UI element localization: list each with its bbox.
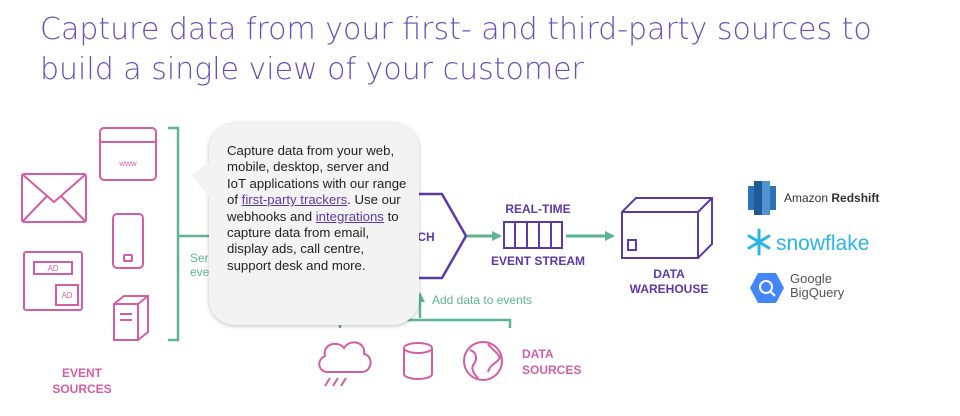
display-ad-icon	[23, 251, 83, 311]
tooltip-text-part2: . Use our webhooks and	[227, 192, 401, 224]
enrich-chevron	[400, 192, 468, 280]
event-sources-line1: EVENT	[62, 366, 103, 380]
event-stream-icon	[503, 221, 563, 249]
amazon-redshift-logo	[748, 181, 776, 215]
redshift-label-bold: Redshift	[831, 191, 879, 205]
tooltip-text: Capture data from your web, mobile, desk…	[227, 143, 407, 274]
bigquery-line2: BigQuery	[790, 285, 845, 300]
partial-label-line2: eve	[190, 265, 210, 279]
add-data-label: Add data to events	[432, 293, 532, 307]
event-sources-line2: SOURCES	[52, 382, 111, 396]
page-title: Capture data from your first- and third-…	[40, 12, 872, 87]
data-sources-line1: DATA	[522, 347, 554, 361]
warehouse-label-line1: DATA	[653, 267, 685, 281]
cloud-icon	[318, 341, 372, 387]
database-icon	[403, 342, 433, 380]
ad-label-top: AD	[47, 264, 58, 273]
envelope-icon	[21, 173, 87, 223]
warehouse-icon	[621, 197, 713, 259]
server-icon	[113, 295, 149, 341]
tooltip-text-part3: to capture data from email, display ads,…	[227, 208, 399, 273]
first-party-trackers-link[interactable]: first-party trackers	[241, 192, 348, 208]
bigquery-icon	[750, 273, 784, 303]
partial-label-line1: Ser	[190, 251, 209, 265]
snowflake-label: snowflake	[776, 232, 869, 255]
snowflake-icon	[747, 228, 771, 256]
bigquery-line1: Google	[790, 271, 832, 286]
integrations-link[interactable]: integrations	[315, 208, 384, 224]
browser-icon	[99, 127, 157, 181]
www-label: www	[118, 159, 137, 168]
mobile-icon	[112, 213, 144, 269]
ad-label-bottom: AD	[61, 291, 72, 300]
warehouse-label-line2: WAREHOUSE	[630, 282, 709, 296]
redshift-label-light: Amazon	[784, 191, 831, 205]
data-sources-line2: SOURCES	[522, 363, 581, 377]
tooltip: Capture data from your web, mobile, desk…	[191, 123, 419, 325]
tooltip-tail	[191, 161, 211, 199]
redshift-label: Amazon Redshift	[784, 191, 879, 205]
globe-icon	[463, 341, 503, 381]
tooltip-text-part1: Capture data from your web, mobile, desk…	[227, 143, 407, 208]
stream-label-bottom: EVENT STREAM	[491, 254, 585, 268]
event-sources-bracket	[168, 126, 180, 342]
stream-label-top: REAL-TIME	[505, 202, 570, 216]
